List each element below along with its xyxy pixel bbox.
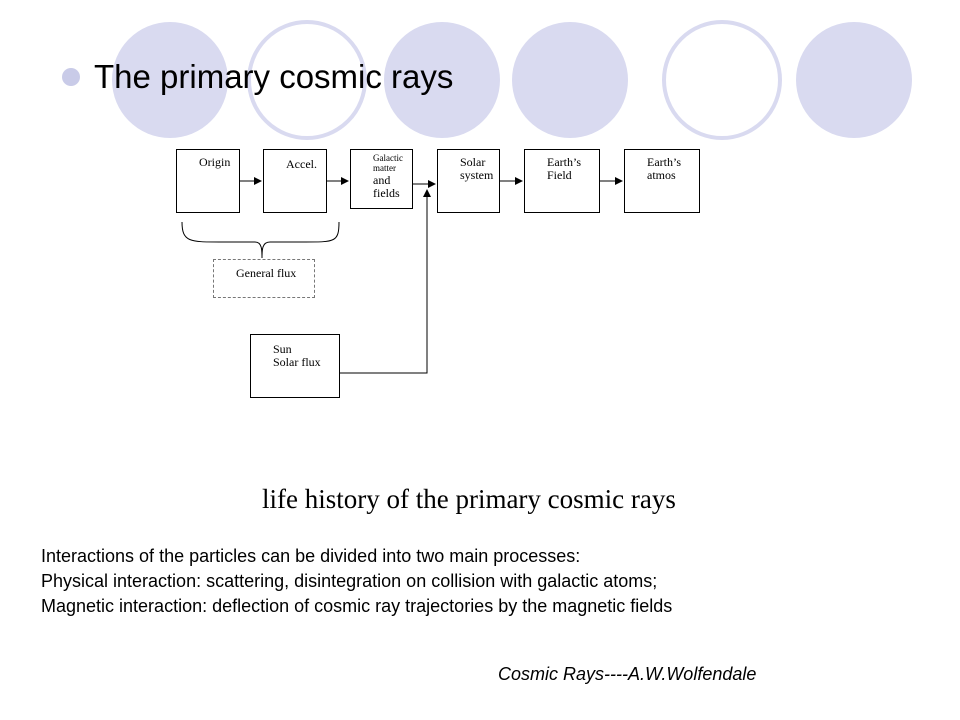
deco-circle-1 — [112, 22, 228, 138]
citation: Cosmic Rays----A.W.Wolfendale — [498, 664, 757, 684]
box-galactic-line-1: Galactic — [373, 153, 403, 163]
box-accel-label: Accel. — [286, 157, 317, 171]
deco-circle-3 — [384, 22, 500, 138]
box-solar-line-2: system — [460, 168, 494, 182]
body-line-2: Physical interaction: scattering, disint… — [41, 571, 658, 591]
box-sun-line-2: Solar flux — [273, 355, 321, 369]
box-sun-line-1: Sun — [273, 342, 292, 356]
box-earthfield-line-1: Earth’s — [547, 155, 581, 169]
deco-circle-4 — [512, 22, 628, 138]
box-accel: Accel. — [263, 149, 327, 213]
box-solar-system: Solar system — [437, 149, 500, 213]
arrow-sun-to-solar — [339, 189, 431, 374]
box-origin: Origin — [176, 149, 240, 213]
box-atmos-line-1: Earth’s — [647, 155, 681, 169]
box-earth-field: Earth’s Field — [524, 149, 600, 213]
slide-title: The primary cosmic rays — [94, 58, 454, 95]
box-origin-label: Origin — [199, 155, 231, 169]
diagram-caption: life history of the primary cosmic rays — [262, 484, 676, 514]
box-earthfield-line-2: Field — [547, 168, 572, 182]
box-galactic: Galactic matter and fields — [350, 149, 413, 209]
box-atmos-line-2: atmos — [647, 168, 676, 182]
box-sun: Sun Solar flux — [250, 334, 340, 398]
general-flux-label: General flux — [236, 266, 297, 280]
box-earth-atmos: Earth’s atmos — [624, 149, 700, 213]
box-general-flux: General flux — [213, 259, 315, 298]
box-galactic-line-4: fields — [373, 186, 400, 200]
title-row: The primary cosmic rays — [62, 52, 453, 102]
box-solar-line-1: Solar — [460, 155, 486, 169]
box-galactic-line-2: matter — [373, 163, 396, 173]
deco-circle-6 — [796, 22, 912, 138]
box-galactic-line-3: and — [373, 173, 391, 187]
bullet-icon — [62, 68, 80, 86]
general-flux-brace — [181, 221, 340, 259]
body-text: Interactions of the particles can be div… — [41, 544, 672, 619]
deco-circle-5 — [662, 20, 782, 140]
body-line-3: Magnetic interaction: deflection of cosm… — [41, 596, 673, 616]
deco-circle-2 — [247, 20, 367, 140]
body-line-1: Interactions of the particles can be div… — [41, 546, 581, 566]
